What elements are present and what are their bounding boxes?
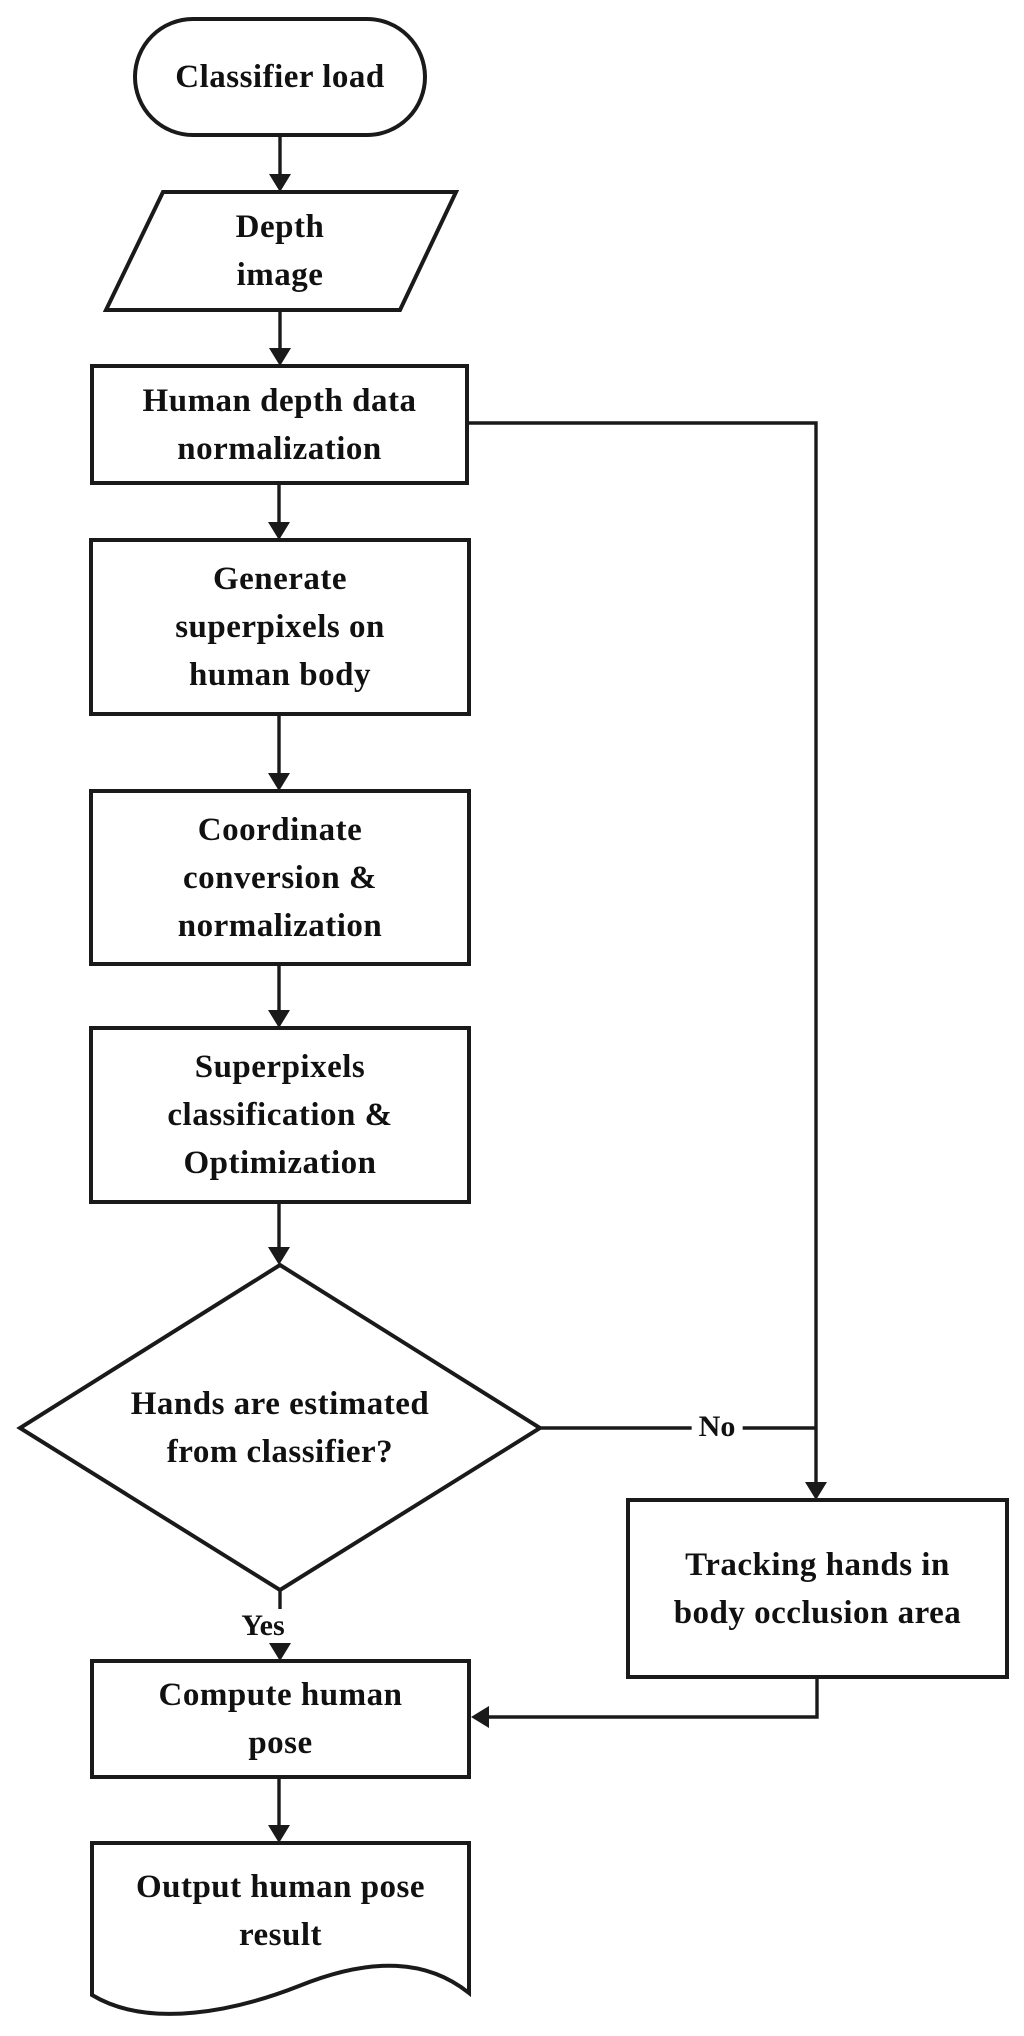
arrowhead-into-superpixels: [268, 1010, 290, 1028]
io-depth-image-shape: [102, 190, 460, 312]
arrowhead-into-decision: [268, 1247, 290, 1265]
arrowhead-into-normalization: [269, 348, 291, 366]
arrowhead-into-generate: [268, 522, 290, 540]
arrowhead-into-compute: [269, 1643, 291, 1661]
rail-normalization-to-tracking: [469, 421, 818, 1484]
document-output-human-pose-shape: [90, 1841, 471, 2016]
rail-tracking-to-compute: [487, 1677, 819, 1719]
arrowhead-into-output: [268, 1825, 290, 1843]
arrowhead-into-compute-right: [471, 1706, 489, 1728]
process-human-depth-normalization-shape: [90, 364, 469, 485]
arrowhead-into-depth-image: [269, 174, 291, 192]
process-compute-human-pose-shape: [90, 1659, 471, 1779]
decision-hands-estimated-shape: [16, 1262, 544, 1593]
process-tracking-hands-shape: [626, 1498, 1009, 1679]
process-generate-superpixels-shape: [89, 538, 471, 716]
process-superpixels-classification-shape: [89, 1026, 471, 1204]
terminator-classifier-load-shape: [133, 17, 427, 137]
arrowhead-into-tracking: [805, 1482, 827, 1500]
arrowhead-into-coordinate: [268, 773, 290, 791]
process-coordinate-conversion-shape: [89, 789, 471, 966]
